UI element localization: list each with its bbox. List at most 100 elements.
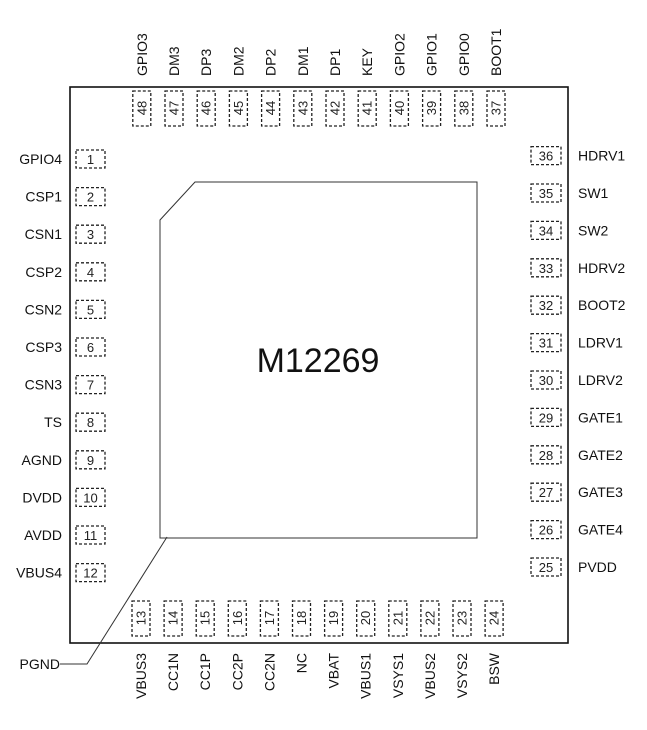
pin-label: CC2N (261, 653, 277, 691)
pin-pad (75, 224, 106, 244)
pin-label: VBUS3 (133, 653, 149, 699)
pin-pad (530, 295, 562, 315)
pin-label: CSN1 (25, 226, 63, 242)
pin-pad (530, 370, 562, 390)
pin-pad (452, 600, 472, 637)
pin-number: 44 (263, 101, 278, 115)
pin-number: 28 (539, 448, 553, 463)
pin-label: SW2 (578, 222, 609, 238)
pin-pad (164, 90, 184, 127)
pin-8: 8TS (44, 412, 106, 432)
pin-number: 27 (539, 485, 553, 500)
pin-pad (75, 337, 106, 357)
pin-label: DP1 (327, 49, 343, 76)
pin-number: 25 (539, 560, 553, 575)
pin-label: BOOT1 (488, 28, 504, 76)
pin-pad (132, 90, 152, 127)
pin-label: BOOT2 (578, 297, 626, 313)
pin-number: 9 (87, 453, 94, 468)
pin-number: 16 (230, 611, 245, 625)
pgnd-label: PGND (20, 656, 60, 672)
pin-pad (163, 600, 183, 637)
pins-layer: 1GPIO42CSP13CSN14CSP25CSN26CSP37CSN38TS9… (16, 28, 626, 699)
pin-number: 20 (358, 611, 373, 625)
pin-number: 14 (166, 611, 181, 625)
pin-label: CSN3 (25, 377, 63, 393)
pin-number: 6 (87, 340, 94, 355)
pin-pad (75, 562, 106, 583)
pin-number: 12 (83, 566, 97, 581)
pin-pad (75, 450, 106, 470)
pin-pad (260, 90, 281, 127)
pin-label: DP2 (263, 49, 279, 76)
pin-label: CSP2 (25, 264, 62, 280)
pin-number: 10 (83, 490, 97, 505)
pin-label: GATE4 (578, 522, 623, 538)
pin-number: 11 (84, 528, 98, 543)
pin-25: 25 PVDD (530, 557, 617, 577)
pin-pad (75, 299, 106, 320)
pin-pad (357, 90, 377, 127)
pin-label: CSN2 (25, 301, 63, 317)
pin-label: DP3 (198, 49, 214, 76)
pin-label: VBUS4 (16, 565, 62, 581)
pin-number: 35 (539, 186, 553, 201)
pin-7: 7 CSN3 (25, 374, 106, 395)
pin-number: 23 (455, 611, 470, 625)
pin-pad (75, 412, 106, 432)
pin-label: AGND (22, 452, 62, 468)
pin-pad (454, 90, 474, 127)
pin-number: 36 (539, 149, 553, 164)
pin-pad (75, 487, 106, 508)
pin-pad (131, 600, 151, 637)
pin-number: 7 (87, 378, 94, 393)
pin-number: 47 (167, 101, 182, 115)
pin-5: 5 CSN2 (25, 299, 106, 320)
pin-number: 4 (87, 265, 94, 280)
pin-number: 3 (87, 227, 94, 242)
pin-number: 5 (87, 302, 94, 317)
pin-36: 36 HDRV1 (530, 145, 625, 166)
pin-number: 22 (422, 611, 437, 625)
pin-label: GPIO3 (134, 33, 150, 76)
pin-pad (530, 220, 562, 241)
pin-label: HDRV1 (578, 148, 625, 164)
pin-label: PVDD (578, 559, 617, 575)
pin-label: GPIO2 (391, 33, 407, 76)
pin-label: VBUS1 (358, 653, 374, 699)
pin-12: 12 VBUS4 (16, 562, 106, 583)
pin-number: 40 (392, 101, 407, 115)
pin-pad (228, 90, 249, 127)
pin-label: BSW (486, 652, 502, 685)
pin-44: 44 DP2 (260, 49, 281, 127)
pin-pad (388, 600, 408, 637)
pin-pad (530, 145, 562, 166)
pin-label: GPIO1 (424, 33, 440, 76)
pin-number: 48 (134, 101, 149, 115)
pin-label: VSYS2 (454, 653, 470, 698)
pin-number: 42 (328, 101, 343, 115)
pin-label: HDRV2 (578, 260, 625, 276)
pin-4: 4 CSP2 (25, 262, 106, 282)
pin-pad (530, 407, 562, 428)
pin-pad (530, 482, 562, 502)
